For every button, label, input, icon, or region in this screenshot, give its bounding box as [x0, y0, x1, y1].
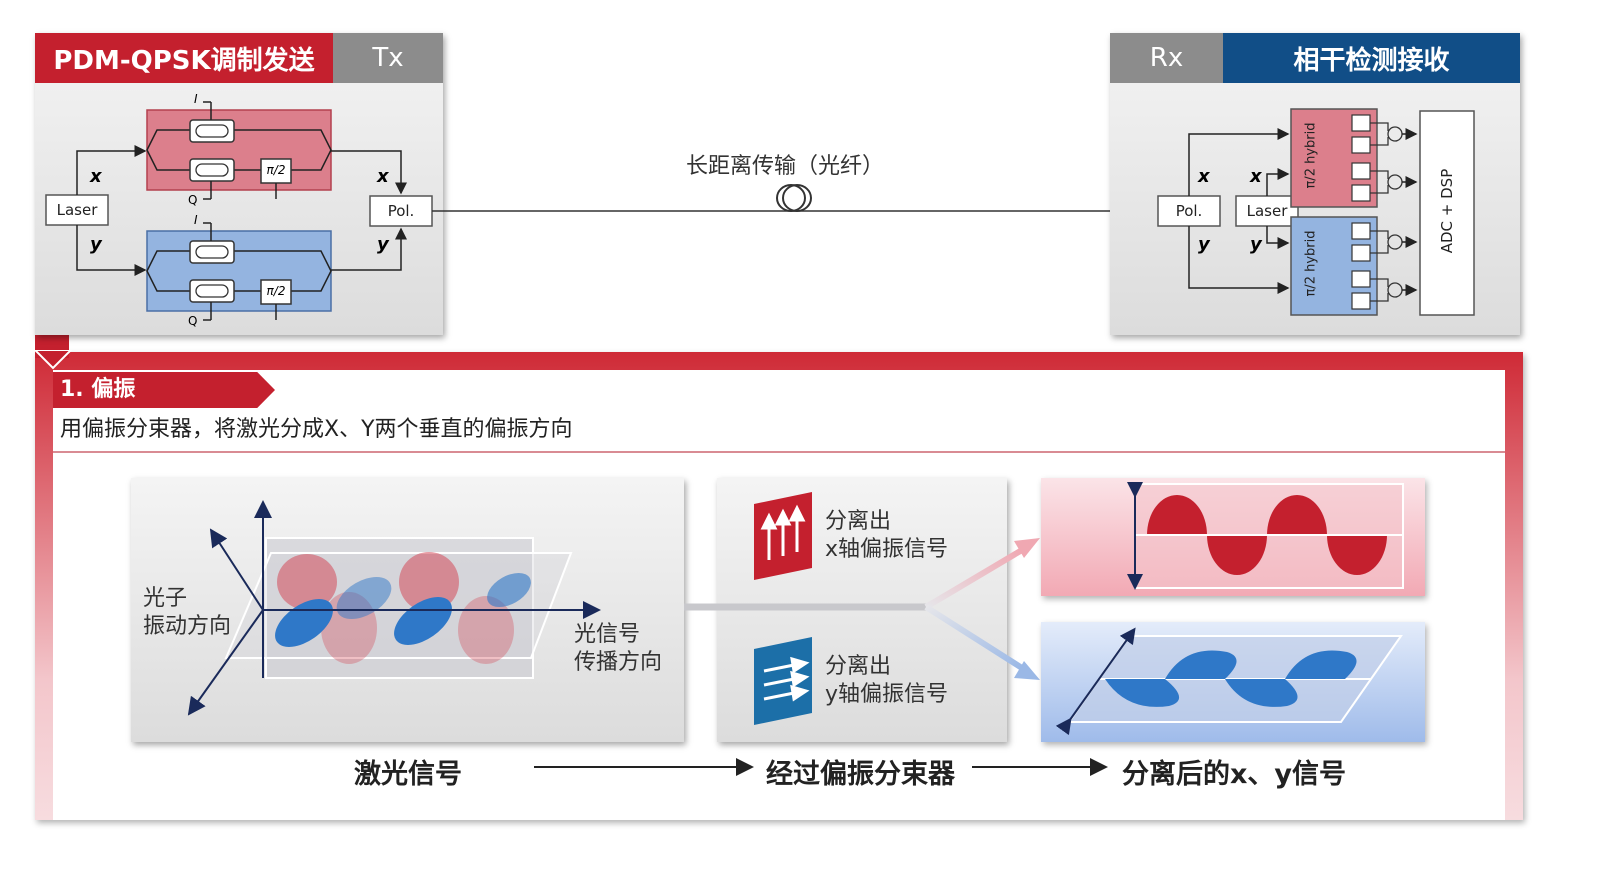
tx-pol-label: Pol. [387, 202, 415, 220]
x-sine-wave [1127, 482, 1404, 590]
rx-schematic [1157, 108, 1475, 316]
tx-tag: Tx [333, 33, 443, 83]
rx-pol-label: Pol. [1175, 202, 1203, 220]
rx-tag: Rx [1110, 33, 1223, 83]
tx-y-label-left: y [90, 234, 102, 255]
rx-y-hybrid-label: π/2 hybrid [1303, 230, 1319, 297]
rx-x-label-1: x [1198, 166, 1210, 187]
step-connector-arrow [33, 350, 73, 370]
step-description: 用偏振分束器，将激光分成X、Y两个垂直的偏振方向 [60, 417, 573, 442]
rx-x-hybrid-label: π/2 hybrid [1303, 122, 1319, 189]
fiber-spool-icon [776, 184, 806, 212]
rx-x-label-2: x [1250, 166, 1262, 187]
step-title-tab [53, 372, 275, 408]
rx-laser-box [1235, 195, 1299, 227]
photon-label-line1: 光子 [143, 586, 188, 611]
tx-i-label-bottom: I [194, 213, 198, 227]
rx-laser-label: Laser [1246, 202, 1288, 220]
tx-y-modulator [146, 230, 332, 312]
propagation-label-line1: 光信号 [574, 622, 641, 647]
laser-wave-illustration [187, 500, 601, 716]
fiber-label: 长距离传输（光纤） [686, 154, 885, 179]
tx-x-modulator [146, 109, 332, 191]
tx-i-label-top: I [194, 92, 198, 106]
rx-adc-label: ADC + DSP [1438, 168, 1456, 254]
splitter-beams [684, 538, 1040, 680]
footer-arrows [534, 758, 1108, 776]
rx-y-label-1: y [1198, 234, 1210, 255]
split-y-line2: y轴偏振信号 [825, 682, 949, 707]
tx-x-label-left: x [90, 166, 102, 187]
tx-schematic [45, 101, 433, 321]
tx-y-label-right: y [377, 234, 389, 255]
y-sine-wave [1055, 627, 1403, 736]
tx-pol-box [369, 195, 433, 227]
tx-laser-label: Laser [56, 201, 98, 219]
x-polarizer-icon [754, 492, 812, 580]
split-y-line1: 分离出 [825, 654, 892, 679]
footer-result: 分离后的x、y信号 [1122, 759, 1347, 790]
step-title: 1. 偏振 [60, 377, 136, 402]
fiber-link [432, 184, 1157, 217]
tx-q-label-bottom: Q [188, 314, 198, 328]
tx-x-label-right: x [377, 166, 389, 187]
split-x-line1: 分离出 [825, 509, 892, 534]
split-x-line2: x轴偏振信号 [825, 537, 949, 562]
footer-splitter: 经过偏振分束器 [766, 759, 955, 790]
footer-laser-signal: 激光信号 [354, 759, 462, 790]
propagation-label-line2: 传播方向 [574, 650, 663, 675]
tx-title: PDM-QPSK调制发送 [35, 33, 333, 83]
tx-phase-top: π/2 [266, 163, 286, 177]
y-polarizer-icon [754, 637, 812, 725]
rx-title: 相干检测接收 [1223, 33, 1520, 83]
tx-phase-bottom: π/2 [266, 284, 286, 298]
rx-y-label-2: y [1250, 234, 1262, 255]
tx-q-label-top: Q [188, 193, 198, 207]
rx-adc-box [1419, 110, 1475, 316]
photon-label-line2: 振动方向 [143, 614, 232, 639]
step-divider [53, 451, 1505, 453]
